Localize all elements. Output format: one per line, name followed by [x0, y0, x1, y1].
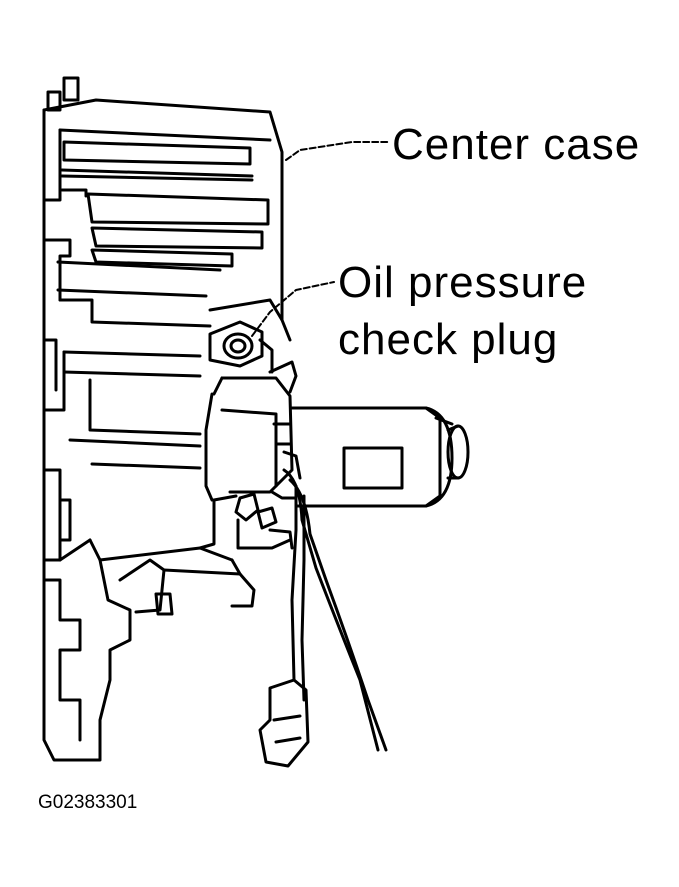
center-case-body	[42, 76, 292, 762]
center-case-label: Center case	[392, 120, 641, 169]
oil-pressure-label-line2: check plug	[338, 315, 559, 364]
wire-harness	[282, 468, 388, 752]
oil-pressure-check-plug	[208, 320, 298, 394]
motor-cylinder	[290, 406, 470, 508]
lower-bracket	[234, 492, 294, 550]
figure-code: G02383301	[38, 792, 138, 813]
wire-connector	[258, 678, 310, 768]
center-case-leader	[285, 141, 389, 161]
leader-lines	[251, 141, 389, 337]
oil-plug-leader	[251, 281, 335, 337]
solenoid-housing	[204, 376, 302, 502]
oil-pressure-label-line1: Oil pressure	[338, 258, 588, 307]
